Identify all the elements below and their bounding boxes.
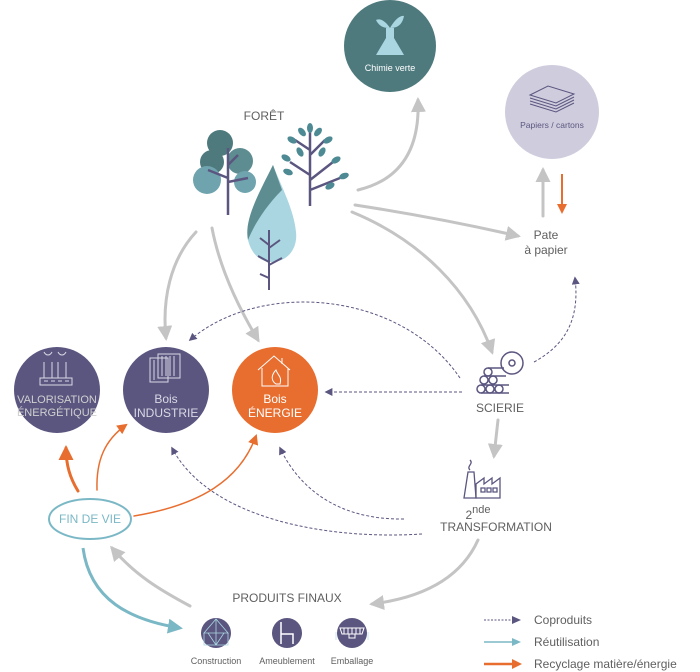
power-plant-icon [39,351,73,386]
arrow-fin-to-valorisation [58,445,80,493]
sawmill-icon [476,351,524,394]
arrow-foret-to-bois-energie [210,226,260,343]
transformation-sup-base: 2 [465,508,472,522]
legend-label-coproduits: Coproduits [534,613,592,627]
product-emballage[interactable]: Emballage [331,618,374,666]
arrow-foret-to-pate [353,203,521,241]
arrow-fin-to-bois-energie [133,434,259,517]
legend-purple-arrowhead [512,616,521,624]
bois-energie-label-2: ÉNERGIE [248,405,302,420]
node-bois-energie[interactable]: Bois ÉNERGIE [232,347,318,433]
factory-icon [463,459,501,499]
node-pate-papier[interactable]: Pate à papier [524,228,567,257]
arrow-transformation-to-bois-industrie [171,446,423,536]
arrow-transformation-to-produits [369,538,480,610]
legend-label-recyclage: Recyclage matière/énergie [534,657,677,671]
legend-item-reutilisation: Réutilisation [484,635,599,649]
flask-icon [376,15,404,55]
ameublement-circle [272,618,302,648]
node-papiers-cartons[interactable]: Papiers / cartons [505,65,599,159]
transformation-prefix: 2nde [465,504,490,522]
arrow-scierie-to-transformation [487,418,503,459]
product-construction[interactable]: Construction [191,618,242,666]
node-produits-finaux[interactable]: PRODUITS FINAUX Construction Ameublement [191,591,374,666]
emballage-label: Emballage [331,656,374,666]
chair-icon [280,622,294,644]
scierie-label: SCIERIE [476,401,524,415]
transformation-sup: nde [472,504,490,516]
arrow-transformation-to-bois-energie [279,446,405,520]
node-chimie-verte[interactable]: Chimie verte [344,0,436,92]
legend-item-coproduits: Coproduits [484,613,592,627]
wood-panels-icon [149,353,181,383]
arrow-foret-to-bois-industrie [157,230,198,341]
pate-papier-label-2: à papier [524,243,567,257]
chimie-verte-label: Chimie verte [365,63,416,73]
flow-arrows [110,97,551,610]
bois-energie-label-1: Bois [263,392,286,406]
node-fin-de-vie[interactable]: FIN DE VIE [48,498,132,540]
valorisation-label-1: VALORISATION [17,394,97,406]
arrow-foret-to-scierie [350,210,496,355]
pallet-outline-icon [335,632,369,640]
node-bois-industrie[interactable]: Bois INDUSTRIE [123,347,209,433]
paper-stack-icon [528,85,576,113]
ameublement-label: Ameublement [259,656,315,666]
coproduct-arrows [171,276,580,536]
pallet-icon [339,627,365,639]
arrow-foret-to-chimie [356,97,426,192]
valorisation-circle [14,347,100,433]
arrow-fin-to-bois-industrie [96,423,128,491]
bois-industrie-label-2: INDUSTRIE [134,406,199,420]
leafy-tree-icon [281,123,349,206]
papiers-cartons-circle [505,65,599,159]
bois-industrie-circle [123,347,209,433]
bois-energie-circle [232,347,318,433]
node-foret[interactable]: FORÊT [193,108,350,290]
arrow-scierie-to-bois-industrie [188,301,461,379]
pate-papier-label-1: Pate [534,228,559,242]
node-scierie[interactable]: SCIERIE [476,351,524,415]
arrow-fin-to-produits-reuse [81,547,183,634]
fin-de-vie-label: FIN DE VIE [59,512,121,526]
drop-tree-icon [247,165,297,290]
product-ameublement[interactable]: Ameublement [259,618,315,666]
valorisation-label-2: ÉNERGÉTIQUE [17,406,97,419]
recycle-arrows [58,423,259,517]
round-tree-icon [193,130,256,215]
legend-orange-arrowhead [512,659,522,669]
transformation-label: TRANSFORMATION [440,520,552,534]
house-fire-icon [257,355,291,387]
fin-de-vie-ellipse [48,498,132,540]
bois-industrie-label-1: Bois [154,392,177,406]
legend-item-recyclage: Recyclage matière/énergie [484,657,677,671]
foret-label: FORÊT [244,108,285,123]
construction-label: Construction [191,656,242,666]
legend-label-reutilisation: Réutilisation [534,635,599,649]
node-transformation[interactable]: 2nde TRANSFORMATION [440,459,552,534]
node-valorisation-energetique[interactable]: VALORISATION ÉNERGÉTIQUE [14,347,100,433]
arrow-produits-to-fin-de-vie [110,545,192,608]
papiers-cartons-label: Papiers / cartons [520,120,584,130]
construction-frame-icon [203,618,229,646]
legend: Coproduits Réutilisation Recyclage matiè… [484,613,677,671]
arrow-scierie-to-pate [533,276,580,363]
legend-teal-arrowhead [512,638,521,646]
produits-finaux-label: PRODUITS FINAUX [232,591,341,605]
